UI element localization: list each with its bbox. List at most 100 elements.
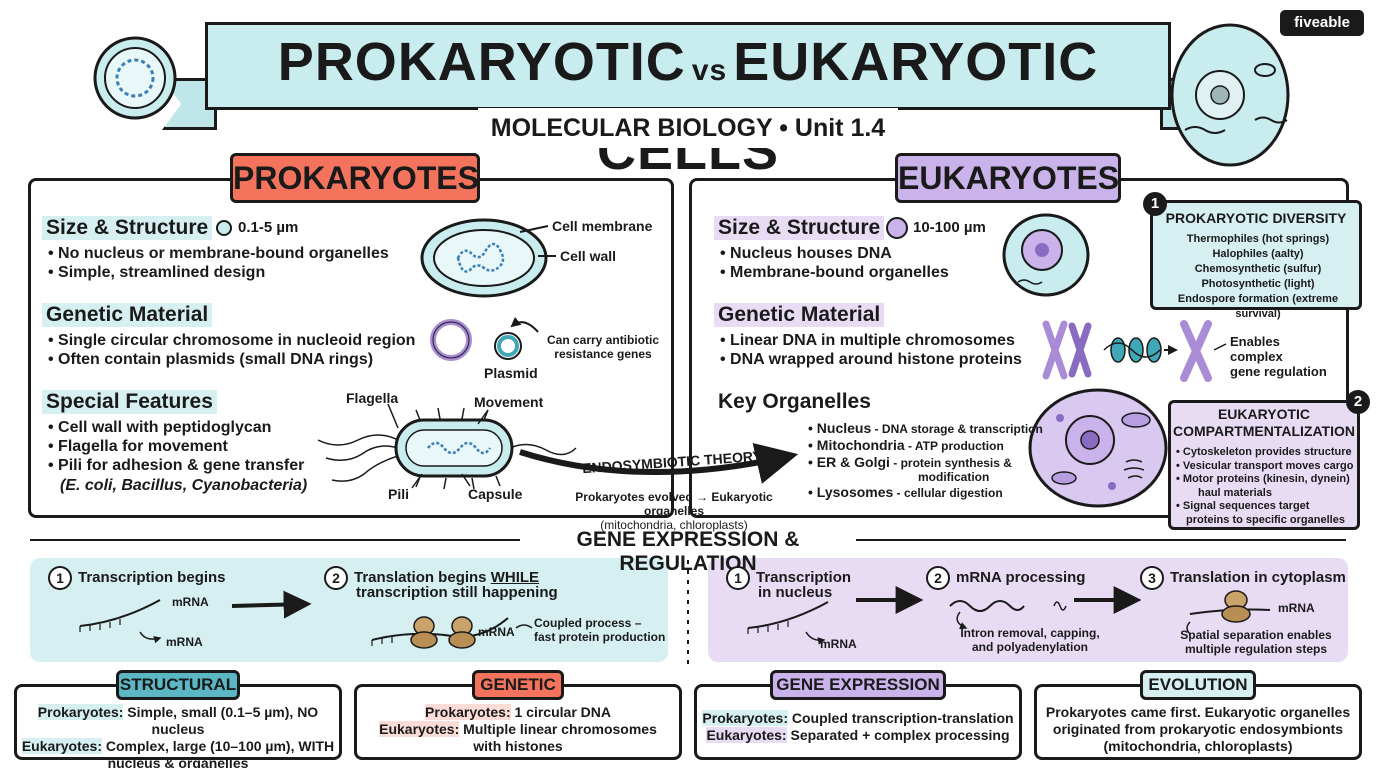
compartment-number: 2 — [1346, 390, 1370, 414]
organelle-name: Mitochondria — [816, 437, 905, 453]
pro-text: 1 circular DNA — [510, 704, 611, 720]
label-pili: Pili — [388, 486, 410, 502]
gene-expression-title: GENE EXPRESSION & REGULATION — [576, 528, 800, 575]
gene-regulation-label: Enables complex gene regulation — [1230, 334, 1330, 379]
step-number: 1 — [726, 566, 750, 590]
compartment-item-text: Motor proteins (kinesin, dynein) — [1182, 473, 1350, 485]
histone-dna-icon — [1103, 320, 1227, 382]
diversity-list: Thermophiles (hot springs) Halophiles (a… — [1160, 232, 1356, 322]
euk-text: Complex, large (10–100 µm), WITH — [102, 738, 335, 754]
label-mrna-bottom: mRNA — [166, 635, 203, 649]
prokaryotic-diversity-box — [1150, 200, 1362, 310]
compartment-item: • Vesicular transport moves cargo — [1176, 459, 1354, 472]
step-number: 3 — [1140, 566, 1164, 590]
label-mrna-coupled: mRNA — [478, 625, 515, 639]
evolution-tag: EVOLUTION — [1140, 670, 1256, 700]
compartment-item-text: Cytoskeleton provides structure — [1182, 446, 1352, 458]
title-left: PROKARYOTIC — [277, 32, 686, 92]
endosymbiotic-note: Prokaryotes evolved → Eukaryotic organel… — [546, 490, 802, 532]
prokaryote-expression-bg — [30, 558, 668, 662]
label-euk-mrna: mRNA — [820, 637, 857, 651]
euk-text-cont: with histones — [473, 738, 563, 754]
organelle-name: Lysosomes — [816, 484, 894, 500]
label-plasmid: Plasmid — [484, 365, 538, 381]
compartment-title-line1: EUKARYOTIC — [1217, 406, 1311, 422]
eukaryote-processing-art — [949, 586, 1142, 630]
organelle-item: • ER & Golgi - protein synthesis & — [808, 454, 1012, 470]
intron-line2: and polyadenylation — [971, 640, 1088, 654]
endosymbiotic-arrow — [519, 442, 799, 484]
bullet: Often contain plasmids (small DNA rings) — [48, 350, 415, 369]
plasmid-icon — [494, 317, 539, 360]
bullet: Membrane-bound organelles — [720, 263, 949, 282]
eukaryote-size-dot — [886, 217, 908, 239]
eukaryote-genetic-heading: Genetic Material — [714, 303, 885, 327]
bullet: DNA wrapped around histone proteins — [720, 350, 1022, 369]
step-number: 1 — [48, 566, 72, 590]
organelle-desc: - DNA storage & transcription — [871, 422, 1043, 436]
brand-logo: fiveable — [1280, 10, 1364, 36]
gene-regulation-line1: Enables complex — [1230, 334, 1283, 364]
compartment-list: • Cytoskeleton provides structure • Vesi… — [1176, 446, 1356, 527]
label-antibiotic: Can carry antibiotic resistance genes — [543, 333, 663, 361]
compartment-title-line2: COMPARTMENTALIZATION — [1173, 423, 1355, 439]
genetic-tag: GENETIC — [472, 670, 564, 700]
pro-step-2-line2: transcription still happening — [356, 584, 558, 601]
prokaryote-size-value: 0.1-5 µm — [238, 219, 299, 236]
euk-step-1-line2: in nucleus — [758, 584, 833, 601]
coupled-line2: fast protein production — [534, 630, 666, 644]
compartment-item-cont: proteins to specific organelles — [1186, 513, 1345, 526]
eukaryote-genetic-bullets: Linear DNA in multiple chromosomes DNA w… — [720, 331, 1022, 369]
prokaryotes-tag: PROKARYOTES — [230, 153, 480, 203]
spatial-line1: Spatial separation enables — [1180, 628, 1332, 642]
diversity-title: PROKARYOTIC DIVERSITY — [1165, 210, 1347, 226]
gene-regulation-line2: gene regulation — [1230, 364, 1327, 379]
diversity-item: Photosynthetic (light) — [1201, 278, 1315, 290]
bullet: Cell wall with peptidoglycan — [48, 418, 304, 437]
diversity-item: Chemosynthetic (sulfur) — [1194, 263, 1322, 275]
label-movement: Movement — [474, 394, 544, 410]
prokaryote-special-heading: Special Features — [42, 390, 217, 414]
eukaryote-size-value: 10-100 µm — [913, 219, 986, 236]
step-number: 2 — [324, 566, 348, 590]
compartment-item: • Signal sequences target — [1176, 500, 1310, 512]
organelle-item: • Nucleus - DNA storage & transcription — [808, 420, 1043, 436]
diversity-item: Halophiles (aalty) — [1212, 248, 1304, 260]
step-number: 2 — [926, 566, 950, 590]
pro-text: Simple, small (0.1–5 µm), NO nucleus — [123, 704, 319, 737]
step-text: Translation begins — [354, 568, 491, 586]
prokaryote-cell-diagram — [420, 218, 556, 298]
spatial-line2: multiple regulation steps — [1184, 642, 1328, 656]
intron-label: Intron removal, capping, and polyadenyla… — [960, 626, 1100, 654]
chromosomes-icon — [1042, 320, 1092, 380]
label-antibiotic-line2: resistance genes — [554, 347, 652, 361]
eukaryote-cell-small — [1002, 213, 1090, 297]
euk-text-cont: nucleus & organelles — [107, 755, 249, 768]
step-emphasis: WHILE — [490, 568, 540, 586]
eukaryote-size-bullets: Nucleus houses DNA Membrane-bound organe… — [720, 244, 949, 282]
organelle-item: • Mitochondria - ATP production — [808, 437, 1004, 453]
evolution-text: Prokaryotes came first. Eukaryotic organ… — [1038, 704, 1358, 755]
spatial-separation-label: Spatial separation enables multiple regu… — [1180, 628, 1332, 656]
prokaryote-genetic-bullets: Single circular chromosome in nucleoid r… — [48, 331, 415, 369]
endosymbiotic-note-line2: (mitochondria, chloroplasts) — [600, 518, 748, 532]
organelle-name: Nucleus — [816, 420, 872, 436]
step-text: mRNA processing — [956, 568, 1086, 586]
eukaryote-transcription-art — [747, 586, 924, 645]
organelle-desc: - protein synthesis & — [889, 456, 1012, 470]
euk-label: Eukaryotes: — [706, 727, 787, 743]
eukaryotes-tag: EUKARYOTES — [895, 153, 1121, 203]
compartment-item-cont: haul materials — [1198, 486, 1272, 499]
eukaryote-expression-bg — [708, 558, 1348, 662]
diversity-item: Thermophiles (hot springs) — [1186, 233, 1330, 245]
euk-text: Separated + complex processing — [786, 727, 1010, 743]
label-euk-mrna-3: mRNA — [1278, 601, 1315, 615]
compartment-item: • Cytoskeleton provides structure — [1176, 446, 1352, 458]
diversity-number: 1 — [1143, 192, 1167, 216]
euk-text: Multiple linear chromosomes — [459, 721, 657, 737]
pro-label: Prokaryotes: — [702, 710, 788, 726]
header-bacterium-icon — [93, 36, 177, 120]
